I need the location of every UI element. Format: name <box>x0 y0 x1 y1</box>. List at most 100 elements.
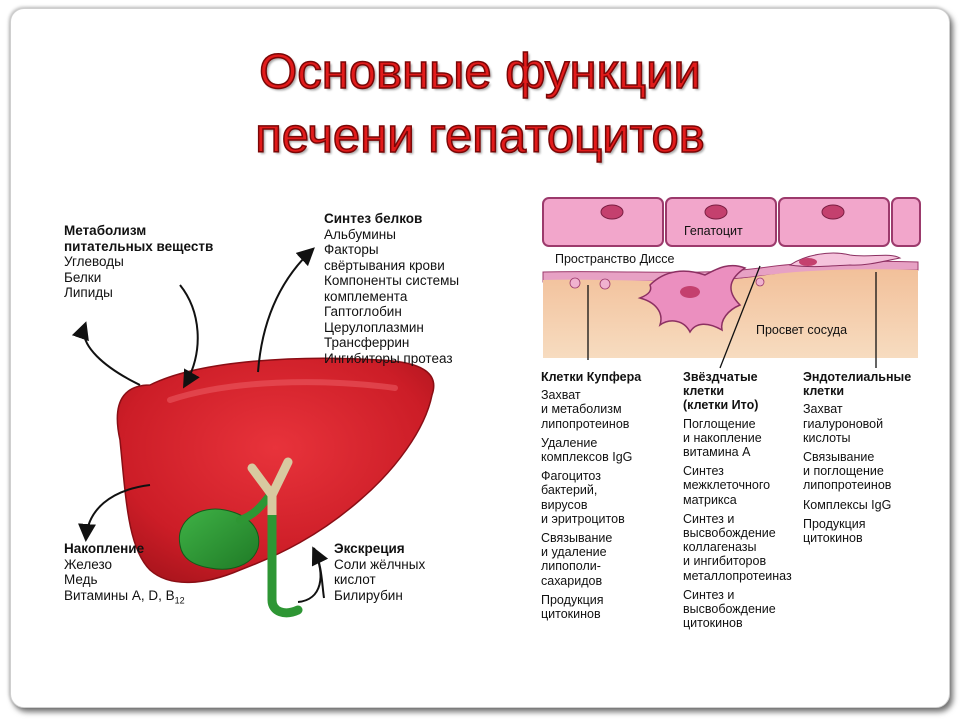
cell-function-line: высвобождение <box>683 602 776 617</box>
cell-function-line: Синтез и <box>683 587 735 602</box>
cell-type-heading-line: (клетки Ито) <box>683 398 759 413</box>
histology-panel <box>541 195 921 370</box>
protein-item: Факторы <box>324 242 379 257</box>
hepatocyte-label: Гепатоцит <box>684 224 743 238</box>
metabolism-block: Метаболизм питательных веществ Углеводы … <box>64 223 213 301</box>
metabolism-item: Белки <box>64 269 102 285</box>
metabolism-item: Углеводы <box>64 254 124 269</box>
cell-function-line: и ингибиторов <box>683 554 767 569</box>
cell-function-line: липополи- <box>541 559 601 574</box>
gallbladder-shape <box>178 508 260 570</box>
protein-item: Компоненты системы <box>324 273 460 288</box>
cell-type-heading-line: Клетки Купфера <box>541 370 642 384</box>
cell-function-line: Синтез и <box>683 511 735 526</box>
cell-function-line: Продукция <box>803 516 866 531</box>
cell-type-heading-line: клетки <box>803 384 845 399</box>
cell-type-heading-line: Звёздчатые <box>683 370 758 384</box>
metabolism-heading-1: Метаболизм <box>64 223 147 238</box>
cell-function-line: Комплексы IgG <box>803 497 892 512</box>
cell-function-line: и метаболизм <box>541 402 622 417</box>
cell-function-line: Связывание <box>541 531 613 546</box>
excretion-block: Экскреция Соли жёлчных кислот Билирубин <box>334 541 425 603</box>
protein-item: Ингибиторы протеаз <box>324 350 453 366</box>
cell-function-line: и накопление <box>683 430 762 445</box>
protein-item: свёртывания крови <box>324 257 445 273</box>
disse-space-label: Пространство Диссе <box>555 252 675 266</box>
cell-function-line: металлопротеиназ <box>683 568 792 583</box>
metabolism-heading-2: питательных веществ <box>64 238 214 254</box>
storage-item: Железо <box>64 556 112 572</box>
protein-synthesis-heading: Синтез белков <box>324 211 423 226</box>
cell-function-line: вирусов <box>541 497 588 512</box>
cell-function-item: Комплексы IgG <box>803 498 911 512</box>
cell-function-line: и поглощение <box>803 464 884 479</box>
cell-function-line: Поглощение <box>683 416 756 431</box>
cell-function-line: Захват <box>803 402 843 417</box>
cell-function-line: витамина А <box>683 445 751 460</box>
cell-function-line: Фагоцитоз <box>541 469 601 484</box>
cell-function-line: цитокинов <box>541 607 601 622</box>
excretion-item: кислот <box>334 572 376 587</box>
storage-item: Медь <box>64 572 98 587</box>
cell-function-line: Синтез <box>683 464 724 479</box>
slide-title-line2: печени гепатоцитов <box>255 108 706 164</box>
cell-function-line: и удаление <box>541 545 607 560</box>
cell-function-line: коллагеназы <box>683 540 757 555</box>
storage-vitamins: Витамины A, D, B12 <box>64 587 185 606</box>
protein-item: Трансферрин <box>324 335 410 350</box>
arrow-storage <box>78 484 151 542</box>
storage-block: Накопление Железо Медь Витамины A, D, B1… <box>64 541 185 609</box>
kupffer-cell <box>637 264 747 334</box>
cell-type-heading-line: Эндотелиальные <box>803 370 912 384</box>
arrow-metabolism-in <box>179 284 200 389</box>
cell-function-line: кислоты <box>803 430 851 445</box>
cell-function-line: Захват <box>541 388 581 403</box>
storage-heading: Накопление <box>64 541 145 556</box>
vessel-lumen-label: Просвет сосуда <box>756 323 848 337</box>
cell-function-line: матрикса <box>683 492 737 507</box>
cell-function-line: высвобождение <box>683 526 776 541</box>
cell-function-line: Удаление <box>541 435 598 450</box>
protein-item: комплемента <box>324 288 408 304</box>
cell-function-line: липопротеинов <box>803 478 892 493</box>
arrow-protein <box>257 247 315 373</box>
protein-item: Альбумины <box>324 226 396 242</box>
cell-type-heading-line: клетки <box>683 384 725 399</box>
cell-function-line: липопротеинов <box>541 416 630 431</box>
excretion-item: Соли жёлчных <box>334 556 426 572</box>
cell-type-heading: Клетки Купфера <box>541 370 641 384</box>
cell-function-line: цитокинов <box>683 616 743 631</box>
cell-function-line: бактерий, <box>541 483 598 498</box>
protein-item: Гаптоглобин <box>324 304 402 319</box>
cell-function-line: сахаридов <box>541 573 603 588</box>
metabolism-item: Липиды <box>64 285 113 300</box>
protein-synthesis-block: Синтез белков Альбумины Факторы свёртыва… <box>324 211 459 366</box>
excretion-item: Билирубин <box>334 587 403 603</box>
cell-function-line: Продукция <box>541 592 604 607</box>
cell-function-line: и эритроцитов <box>541 511 625 526</box>
cell-function-line: комплексов IgG <box>541 450 633 465</box>
excretion-heading: Экскреция <box>334 541 405 556</box>
cell-function-line: гиалуроновой <box>803 416 884 431</box>
cell-function-line: Связывание <box>803 450 875 465</box>
cell-function-line: цитокинов <box>803 531 863 546</box>
arrow-metabolism <box>71 321 141 386</box>
